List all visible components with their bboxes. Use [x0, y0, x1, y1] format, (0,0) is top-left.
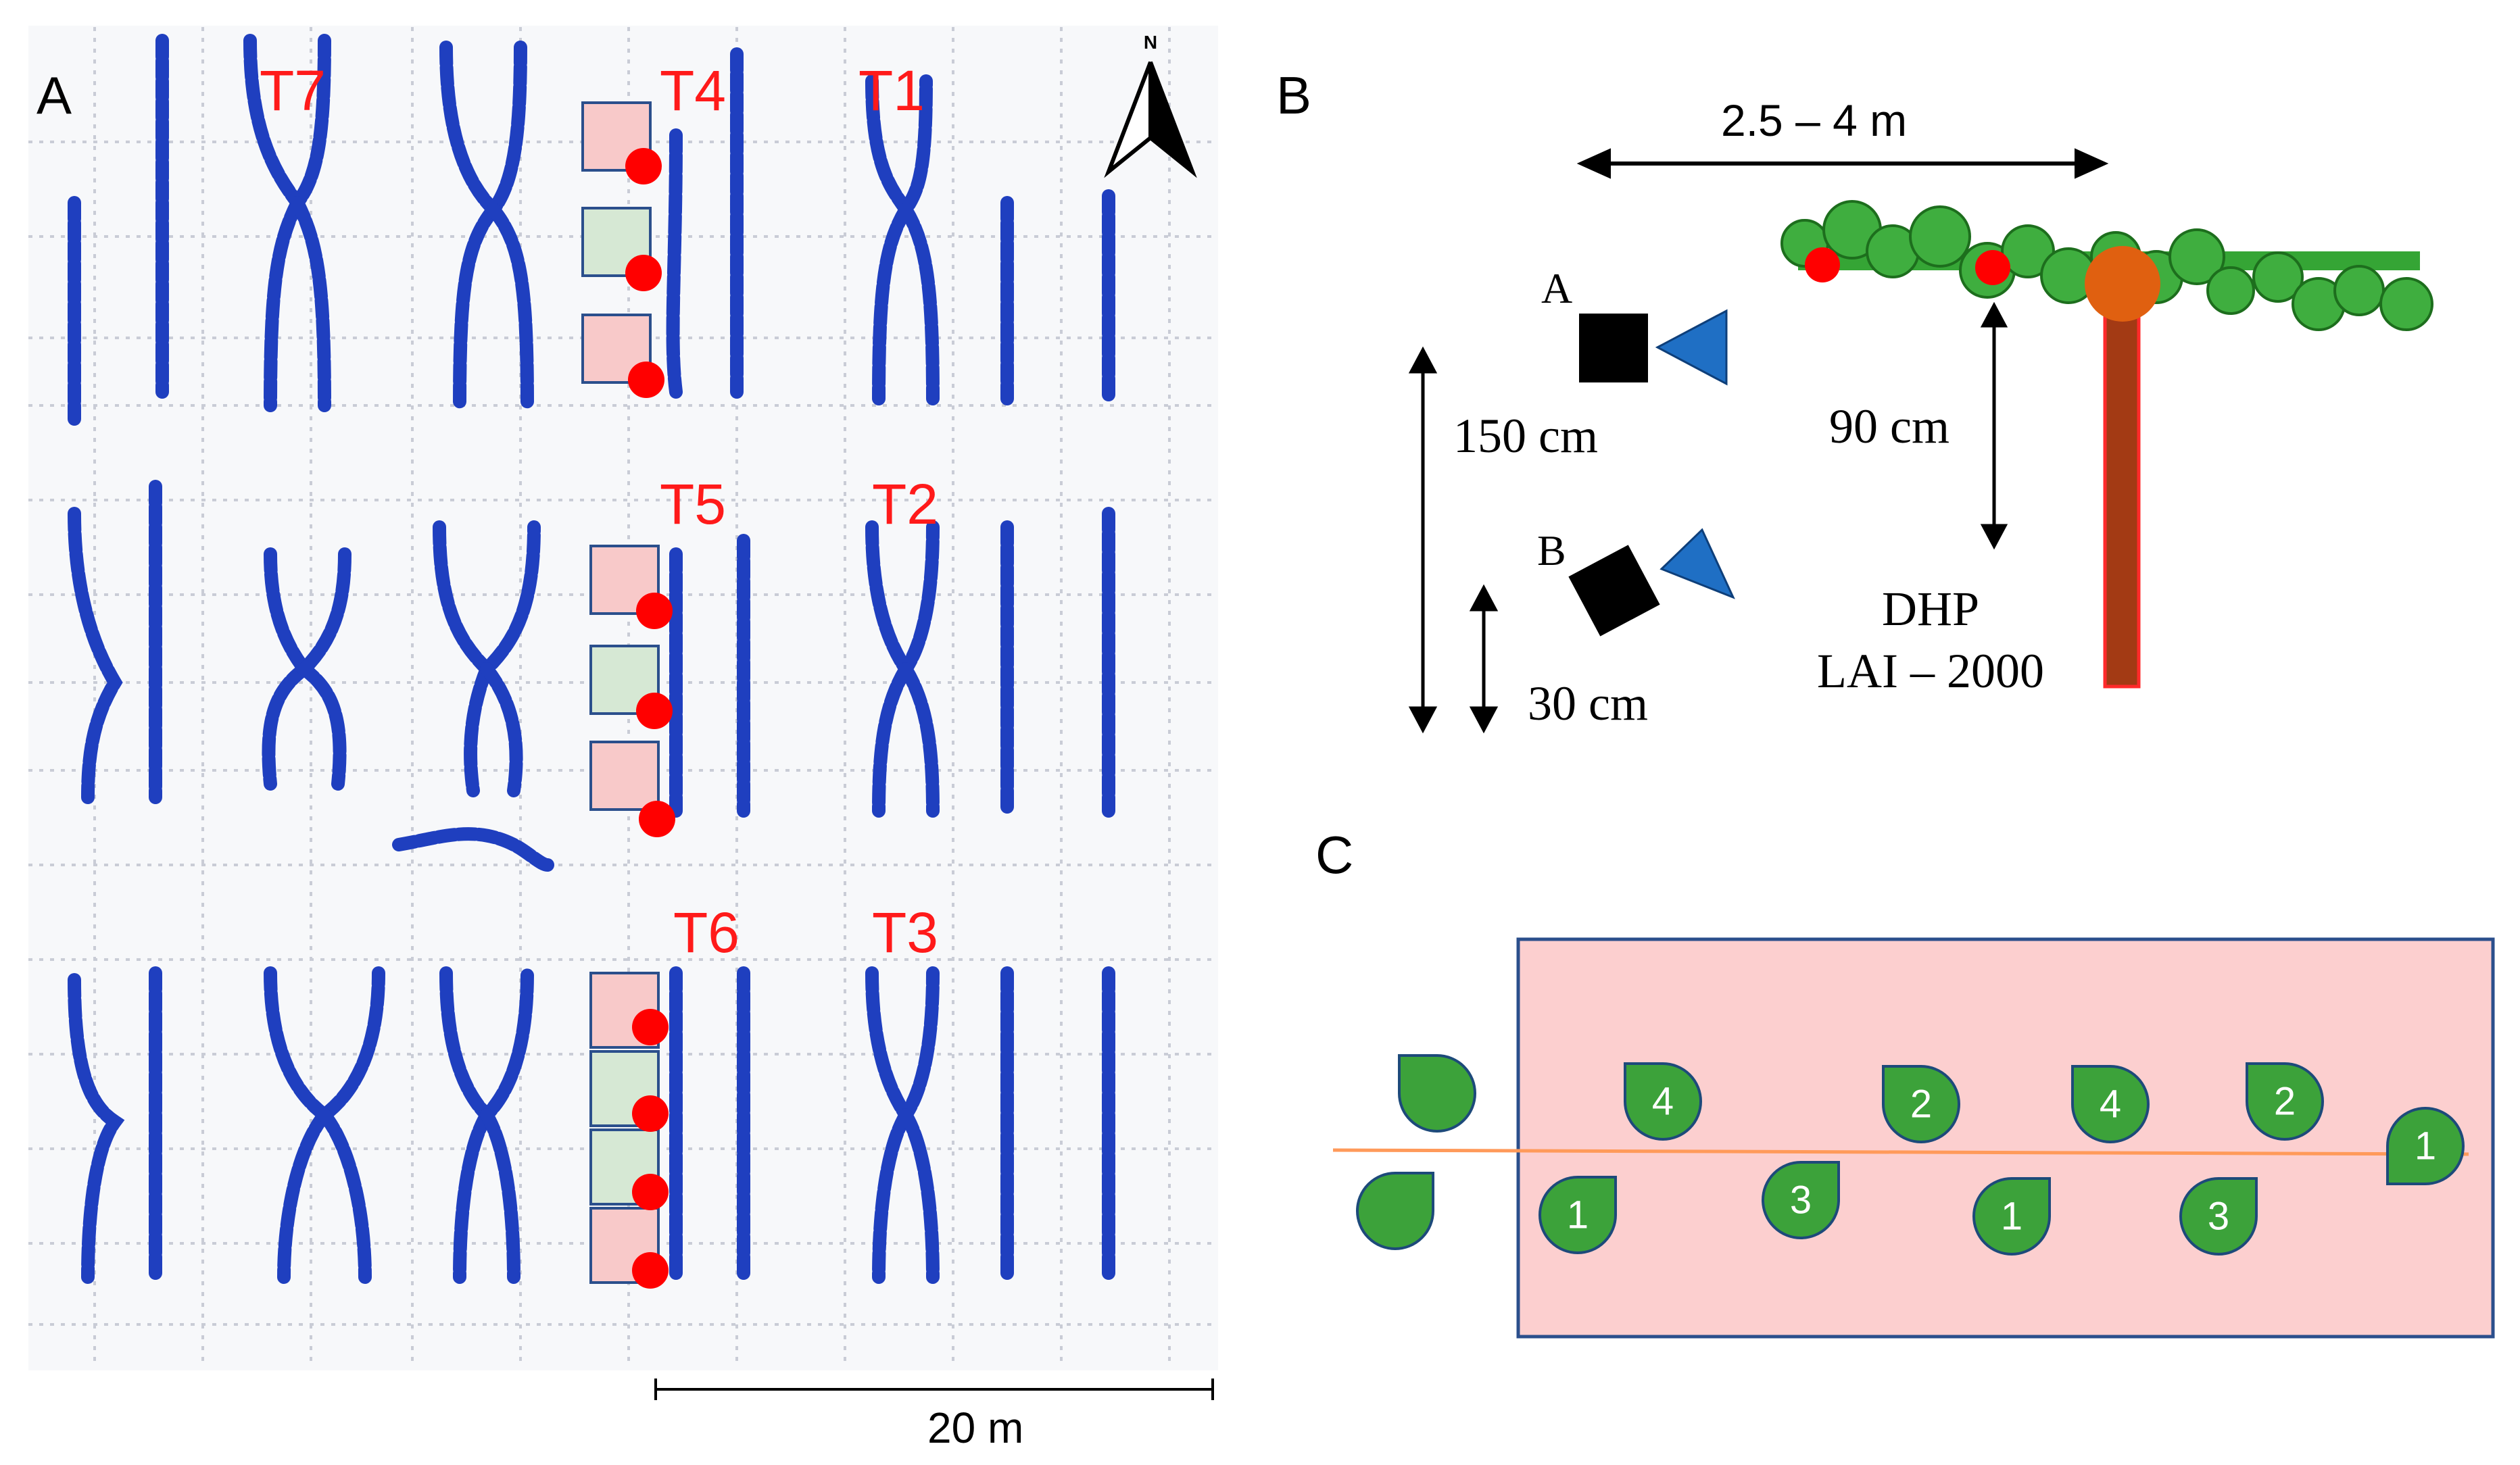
instrument-lai-label: LAI – 2000 — [1817, 644, 2044, 698]
leaf-end — [2386, 1107, 2465, 1185]
sensor-a-label: A — [1541, 264, 1573, 312]
sensor-b-label: B — [1537, 526, 1566, 574]
panel-label-c: C — [1315, 825, 1354, 885]
width-label: 2.5 – 4 m — [1721, 95, 1908, 145]
leaf-bottom-3 — [1972, 1177, 2051, 1256]
vine-row-line — [1332, 1148, 2469, 1156]
leaf-outside-top — [1398, 1054, 1476, 1133]
leaf-bottom-4 — [2179, 1177, 2258, 1256]
leaf-sampling-plot: 4 2 4 2 1 3 1 3 1 — [1332, 937, 2495, 1339]
leaf-end-number: 1 — [2415, 1124, 2436, 1168]
panel-label-b: B — [1276, 66, 1312, 125]
leaf-bottom-2 — [1762, 1161, 1840, 1239]
vineyard-map: N — [28, 26, 1218, 1400]
grape-cluster-marker — [1975, 250, 2010, 285]
leaf-top-1-number: 4 — [1652, 1080, 1674, 1124]
panel-label-a: A — [37, 66, 72, 125]
leaf-top-2 — [1882, 1065, 1960, 1143]
sensor-b-icon — [1568, 545, 1660, 637]
height-150-label: 150 cm — [1453, 409, 1598, 463]
north-arrow-icon: N — [1104, 32, 1197, 178]
leaf-bottom-2-number: 3 — [1790, 1178, 1812, 1222]
treatment-label-t7: T7 — [260, 59, 326, 122]
vine-trunk — [2103, 302, 2141, 689]
leaf-top-3-number: 4 — [2100, 1083, 2121, 1126]
measurement-schematic — [1408, 148, 2433, 734]
leaf-outside-bottom — [1356, 1172, 1434, 1250]
leaf-top-4 — [2246, 1062, 2324, 1141]
leaf-bottom-1 — [1538, 1176, 1617, 1254]
height-90-arrow — [1980, 301, 2008, 550]
height-90-label: 90 cm — [1829, 399, 1949, 453]
leaf-bottom-4-number: 3 — [2208, 1195, 2229, 1239]
leaf-top-3 — [2071, 1065, 2150, 1143]
svg-text:N: N — [1144, 32, 1157, 53]
height-30-label: 30 cm — [1528, 676, 1648, 730]
leaf-top-2-number: 2 — [1910, 1083, 1932, 1126]
width-arrow — [1576, 148, 2109, 179]
scale-bar — [654, 1379, 1214, 1400]
treatment-label-t6: T6 — [673, 901, 740, 964]
height-30-arrow — [1469, 584, 1499, 734]
sensor-a-view-icon — [1655, 309, 1728, 386]
height-150-arrow — [1408, 346, 1438, 734]
leaf-top-4-number: 2 — [2274, 1080, 2296, 1124]
vine-rows — [68, 34, 1115, 1284]
grape-cluster-marker — [1805, 247, 1840, 282]
leaves: 4 2 4 2 1 3 1 3 1 — [1356, 1054, 2465, 1256]
leaf-bottom-1-number: 1 — [1567, 1193, 1589, 1237]
instrument-dhp-label: DHP — [1882, 582, 1980, 636]
treatment-label-t5: T5 — [660, 472, 727, 536]
vine-head — [2085, 246, 2160, 322]
treatment-label-t3: T3 — [872, 901, 939, 964]
sensor-a-icon — [1579, 314, 1648, 382]
sampling-markers — [625, 148, 675, 1289]
leaf-top-1 — [1624, 1062, 1702, 1141]
scale-label: 20 m — [927, 1404, 1024, 1452]
plot-rectangle — [1516, 937, 2495, 1339]
treatment-label-t1: T1 — [858, 59, 925, 122]
treatment-label-t2: T2 — [872, 472, 939, 536]
sensor-b-view-icon — [1659, 528, 1735, 599]
treatment-label-t4: T4 — [660, 59, 727, 122]
leaf-bottom-3-number: 1 — [2001, 1195, 2022, 1239]
